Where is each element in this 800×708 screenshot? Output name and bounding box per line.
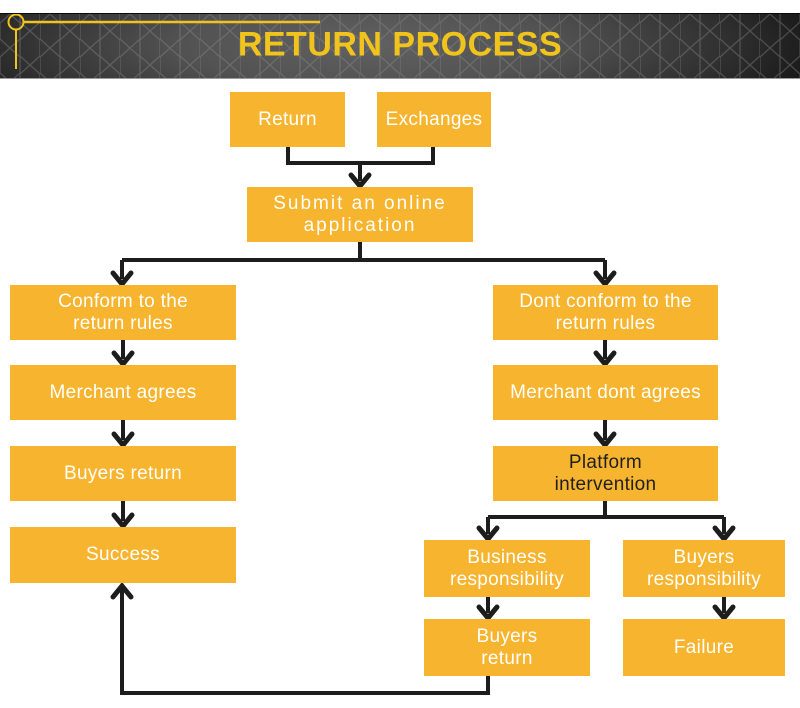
connector-line xyxy=(286,147,435,165)
node-label-line: Success xyxy=(86,544,160,565)
node-merchant-agrees: Merchant agrees xyxy=(10,365,236,420)
node-label-line: return rules xyxy=(73,312,173,334)
arrowhead-down-icon xyxy=(111,431,135,449)
crosshair-icon xyxy=(7,14,320,69)
node-label-line: Business xyxy=(467,546,547,568)
arrowhead-down-icon xyxy=(476,525,500,543)
arrowhead-down-icon xyxy=(348,172,372,190)
node-label-line: Merchant agrees xyxy=(49,381,197,403)
node-label-line: Platform xyxy=(568,451,643,473)
node-label-line: Return xyxy=(258,108,317,130)
node-exchanges: Exchanges xyxy=(377,92,491,147)
node-buyers-return: Buyers return xyxy=(10,446,236,501)
node-label-line: application xyxy=(303,214,417,236)
node-label-line: Buyers xyxy=(476,625,538,647)
node-merchant-dont-agrees: Merchant dont agrees xyxy=(493,365,718,420)
node-label-line: Dont conform to the xyxy=(519,290,692,312)
arrowhead-down-icon xyxy=(111,512,135,530)
node-label-line: responsibility xyxy=(449,568,565,590)
node-label-line: Merchant dont agrees xyxy=(510,381,701,403)
arrowhead-down-icon xyxy=(593,431,617,449)
node-success: Success xyxy=(10,527,236,583)
arrowhead-up-icon xyxy=(110,582,134,600)
node-label-line: Submit an online xyxy=(273,192,447,214)
node-label-line: return xyxy=(481,647,533,669)
hex-mesh-pattern xyxy=(0,14,800,78)
node-label-line: responsibility xyxy=(646,568,762,590)
node-label-line: Exchanges xyxy=(385,108,483,130)
arrowhead-down-icon xyxy=(111,350,135,368)
connector-line xyxy=(120,590,490,695)
node-label-line: Failure xyxy=(673,636,735,658)
header-bar: RETURN PROCESS xyxy=(0,13,800,79)
arrowhead-down-icon xyxy=(476,604,500,622)
arrowhead-down-icon xyxy=(593,350,617,368)
node-return: Return xyxy=(230,92,345,147)
node-label-line: Buyers xyxy=(673,546,735,568)
node-label-line: Conform to the xyxy=(58,290,188,312)
node-failure: Failure xyxy=(623,619,785,676)
node-label-line: Buyers return xyxy=(64,462,182,484)
arrowhead-down-icon xyxy=(593,270,617,288)
page-title: RETURN PROCESS xyxy=(237,25,563,64)
arrowhead-down-icon xyxy=(110,270,134,288)
node-label-line: return rules xyxy=(555,312,656,334)
node-label-line: intervention xyxy=(554,473,657,495)
arrowhead-down-icon xyxy=(712,525,736,543)
arrowhead-down-icon xyxy=(712,604,736,622)
